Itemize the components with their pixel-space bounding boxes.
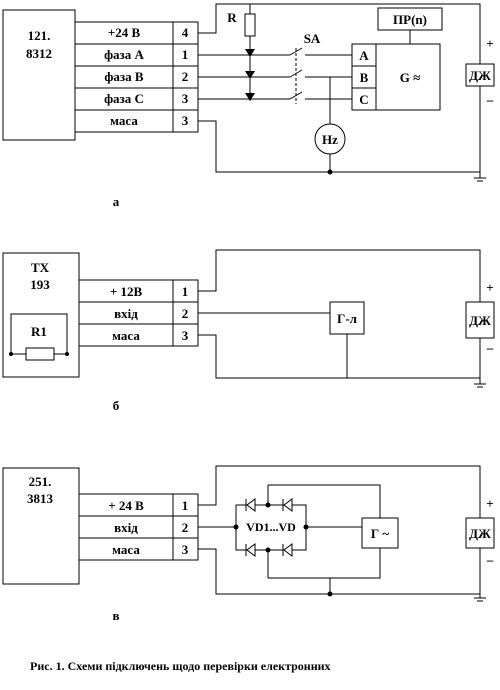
row-num: 1 — [182, 284, 189, 299]
row-label-phase-a: фаза А — [104, 47, 144, 62]
device-a-line1: 121. — [28, 28, 51, 43]
generator-g — [375, 43, 441, 111]
resistor-label: R — [227, 10, 237, 25]
generator-terminals — [351, 43, 377, 111]
meter-label: Hz — [322, 132, 338, 147]
row-label-24v: + 24 В — [108, 498, 144, 513]
terminal-b: B — [360, 70, 369, 85]
scheme-letter-c: в — [112, 608, 119, 623]
row-num: 4 — [182, 25, 189, 40]
row-num: 3 — [182, 91, 189, 106]
row-num: 3 — [182, 113, 189, 128]
row-label-input: вхід — [114, 520, 138, 535]
row-num: 1 — [182, 47, 189, 62]
r1-label: R1 — [31, 324, 47, 339]
row-label-mass: маса — [110, 113, 138, 128]
power-source-b — [465, 301, 495, 339]
row-num: 2 — [182, 520, 189, 535]
row-num: 2 — [182, 69, 189, 84]
gen-label: Г ~ — [371, 526, 390, 541]
scheme-a: 121. 8312 +24 В фаза А фаза В фаза С мас… — [2, 3, 495, 209]
minus-sign: – — [486, 340, 494, 355]
device-c-line1: 251. — [29, 474, 52, 489]
dzh-label: ДЖ — [469, 313, 491, 328]
row-label-mass: маса — [112, 542, 140, 557]
scheme-letter-b: б — [113, 398, 120, 413]
plus-sign: + — [486, 36, 493, 51]
terminal-table-b — [78, 279, 199, 347]
row-label-24v: +24 В — [108, 25, 141, 40]
device-b-line1: ТХ — [31, 260, 50, 275]
row-label-input: вхід — [114, 306, 138, 321]
row-num: 2 — [182, 306, 189, 321]
resistor-r — [244, 13, 256, 37]
gen-label: Г-л — [337, 311, 357, 326]
plus-sign: + — [486, 280, 493, 295]
dzh-label: ДЖ — [469, 68, 491, 83]
generator-ac — [361, 517, 399, 549]
bridge-label: VD1...VD — [246, 520, 296, 534]
device-b-line2: 193 — [30, 277, 50, 292]
row-label-12v: + 12В — [110, 284, 143, 299]
scheme-c: 251. 3813 + 24 В вхід маса 1 2 3 — [2, 465, 495, 623]
terminal-table-c — [78, 493, 199, 561]
diode-bridge: VD1...VD — [198, 485, 309, 578]
row-num: 3 — [182, 542, 189, 557]
device-251-3813 — [2, 467, 80, 585]
row-num: 3 — [182, 328, 189, 343]
terminal-c: C — [359, 92, 368, 107]
dzh-label: ДЖ — [469, 526, 491, 541]
terminal-table-a — [74, 21, 199, 133]
device-a-line2: 8312 — [26, 46, 52, 61]
minus-sign: – — [486, 552, 494, 567]
figure-caption: Рис. 1. Схеми підключень щодо перевірки … — [30, 659, 331, 673]
switch-label: SA — [304, 31, 321, 46]
row-num: 1 — [182, 498, 189, 513]
row-label-phase-c: фаза С — [104, 91, 144, 106]
terminal-a: A — [359, 48, 369, 63]
power-source-c — [465, 517, 495, 549]
pr-box — [377, 7, 443, 31]
minus-sign: – — [486, 92, 494, 107]
device-121-8312 — [2, 9, 76, 141]
scheme-letter-a: а — [113, 194, 120, 209]
pr-label: ПР(n) — [393, 12, 427, 27]
scheme-b: ТХ 193 R1 + 12В вхід маса 1 2 3 Г-л ДЖ +… — [2, 249, 495, 413]
device-c-line2: 3813 — [27, 491, 54, 506]
resistor-r1 — [25, 347, 55, 361]
generator-label: G ≈ — [400, 70, 421, 85]
row-label-phase-b: фаза В — [104, 69, 143, 84]
plus-sign: + — [486, 496, 493, 511]
row-label-mass: маса — [112, 328, 140, 343]
